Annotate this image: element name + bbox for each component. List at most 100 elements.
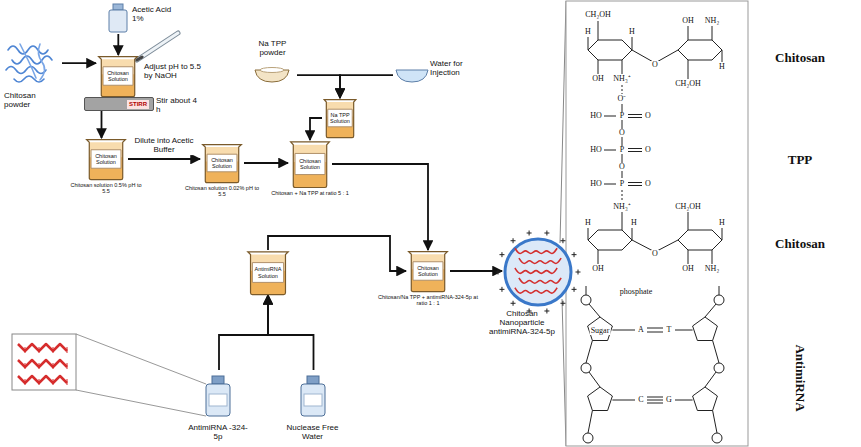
zoom-lines (560, 1, 566, 446)
strand-zoom-stroke (76, 334, 206, 416)
beaker-part (99, 57, 138, 97)
atom-label: O (651, 61, 659, 69)
strand-zoom-stroke (12, 334, 76, 390)
atom-label: CH₂OH (674, 203, 701, 211)
chitosan-structure-stroke (688, 212, 722, 264)
flow-arrow (268, 295, 314, 370)
antimirna-bottle-stroke (209, 394, 227, 406)
antimirna-structure-stroke (588, 317, 613, 341)
beaker-part (328, 109, 352, 127)
chitosan-powder-stroke (14, 76, 44, 82)
nanoparticle-part (519, 278, 561, 283)
nanoparticle-part (576, 270, 581, 275)
flow-arrow (450, 270, 502, 272)
atom-label: HO (589, 146, 603, 154)
chitosan-structure-stroke (588, 212, 678, 264)
material-node: Acetic Acid 1% (106, 2, 188, 34)
flow-arrow (340, 75, 393, 98)
nanoparticle-part (519, 258, 561, 263)
chitosan-powder (6, 44, 52, 82)
ph-pipette (137, 33, 178, 60)
atom-label: T (666, 326, 673, 334)
beaker-part (409, 252, 448, 292)
atom-label: O (651, 250, 659, 258)
atom-label: P (619, 112, 625, 120)
node-text: Chitosan Solution (104, 70, 132, 82)
chitosan-powder-stroke (38, 44, 44, 80)
tpp-structure-stroke (628, 115, 642, 186)
flow-arrow (117, 34, 119, 55)
strand-zoom-stroke (25, 347, 67, 385)
atom-label: P (619, 146, 625, 154)
nanoparticle-node: Chitosan Nanoparticle antimiRNA-324-5p (502, 236, 574, 308)
atom-label: OH (681, 17, 695, 25)
water-bottle-stroke (307, 376, 319, 384)
flow-arrow (62, 62, 96, 64)
antimirna-structure (581, 286, 724, 443)
water-dish-stroke (396, 70, 428, 82)
beaker-part (291, 142, 330, 188)
antimirna-structure-stroke (581, 295, 591, 305)
step-note: Stir about 4 h (156, 97, 200, 115)
atom-label: CH₂OH (584, 11, 611, 19)
material-node: Water for Injection (393, 58, 474, 88)
step-note: Adjust pH to 5.5 by NaOH (144, 63, 208, 81)
beaker-part (251, 255, 286, 295)
atom-label: HO (589, 180, 603, 188)
component-title: TPP (788, 152, 813, 168)
nanoparticle-part (572, 252, 577, 257)
antimirna-structure-stroke (583, 433, 593, 443)
nanoparticle-part (496, 270, 501, 275)
strand-zoom (12, 334, 206, 416)
nanoparticle-part (515, 268, 557, 273)
beaker-part (295, 153, 325, 174)
beaker-part (252, 263, 283, 283)
water-bottle (301, 376, 325, 416)
node-text: Chitosan Nanoparticle antimiRNA-324-5p (484, 310, 560, 337)
node-text: Na TPP Solution (328, 112, 351, 124)
step-caption: Chitosan solution 0.5% pH to 5.5 (66, 182, 146, 194)
atom-label: H (628, 28, 636, 36)
atom-label: CH₂OH (674, 80, 701, 88)
node-text: Chitosan Solution (92, 153, 120, 165)
antimirna-structure-stroke (612, 397, 692, 403)
flow-arrow (128, 158, 200, 160)
atom-label: OH (591, 75, 605, 83)
atom-label: H (584, 219, 592, 227)
nanoparticle-part (515, 248, 557, 253)
atom-label: NH₃⁺ (612, 75, 631, 83)
flow-arrow (332, 164, 428, 250)
beaker-part (207, 154, 237, 172)
beaker-part (203, 145, 242, 183)
atom-label: Sugar (590, 327, 611, 335)
node-text: Chitosan powder (4, 92, 54, 110)
atom-label: OH (591, 265, 605, 273)
atom-label: C (637, 396, 644, 404)
component-title: AntimiRNA (792, 344, 808, 411)
antimirna-bottle-stroke (212, 376, 224, 384)
flow-arrow (244, 162, 288, 164)
chitosan-structure-stroke (688, 26, 722, 79)
beaker-part (411, 254, 444, 291)
beaker-node: Chitosan SolutionChitosan solution 0.02%… (200, 143, 244, 183)
atom-label: O (644, 180, 652, 188)
zoom-lines-stroke (560, 1, 566, 446)
beaker-part (205, 147, 238, 183)
acetic-acid-bottle (109, 4, 127, 32)
nanoparticle-part (527, 231, 532, 236)
chitosan-structure-stroke (588, 21, 678, 74)
material-node: AntimiRNA -324-5p (188, 370, 250, 442)
atom-label: H (718, 63, 726, 71)
node-text: Na TPP powder (250, 40, 295, 58)
edge-label: Dilute into Acetic Buffer (133, 137, 195, 155)
material-node: Na TPP powder (250, 40, 297, 84)
atom-label: O (644, 146, 652, 154)
nanoparticle-part (560, 238, 565, 243)
beaker-part (89, 142, 122, 179)
atom-label: H (584, 28, 592, 36)
beaker-node: AntimiRNA Solution (245, 250, 291, 295)
atom-label: P (619, 180, 625, 188)
atom-label: A (637, 326, 645, 334)
nanoparticle-part (505, 239, 571, 305)
